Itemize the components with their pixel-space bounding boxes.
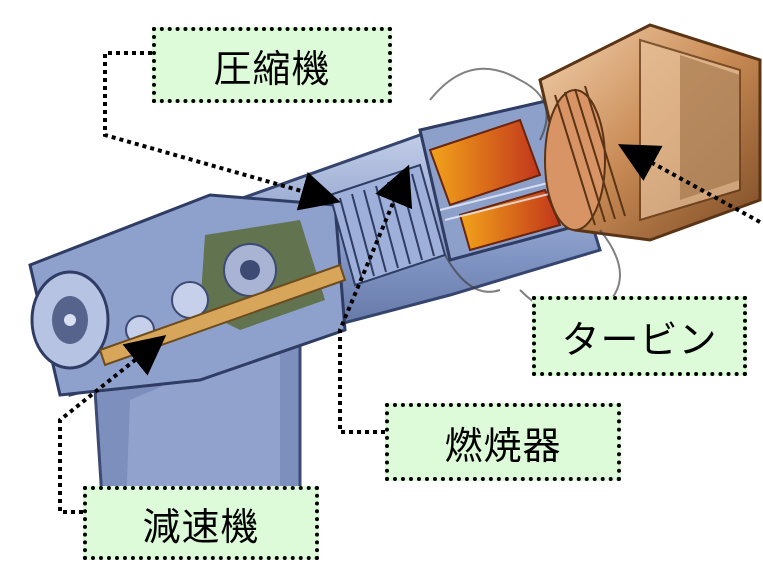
turbine-leader-line: [617, 144, 761, 224]
reducer-label: 減速機: [83, 486, 319, 560]
reducer-leader-line: [58, 335, 167, 514]
turbine-label: タービン: [532, 296, 747, 376]
compressor-leader-line: [103, 51, 341, 211]
combustor-leader-line: [338, 164, 413, 434]
turbine-section: [538, 23, 762, 242]
compressor-label: 圧縮機: [152, 27, 392, 103]
leader-lines: [58, 51, 761, 514]
combustor-label: 燃焼器: [385, 403, 621, 481]
compressor-section: [328, 163, 447, 287]
